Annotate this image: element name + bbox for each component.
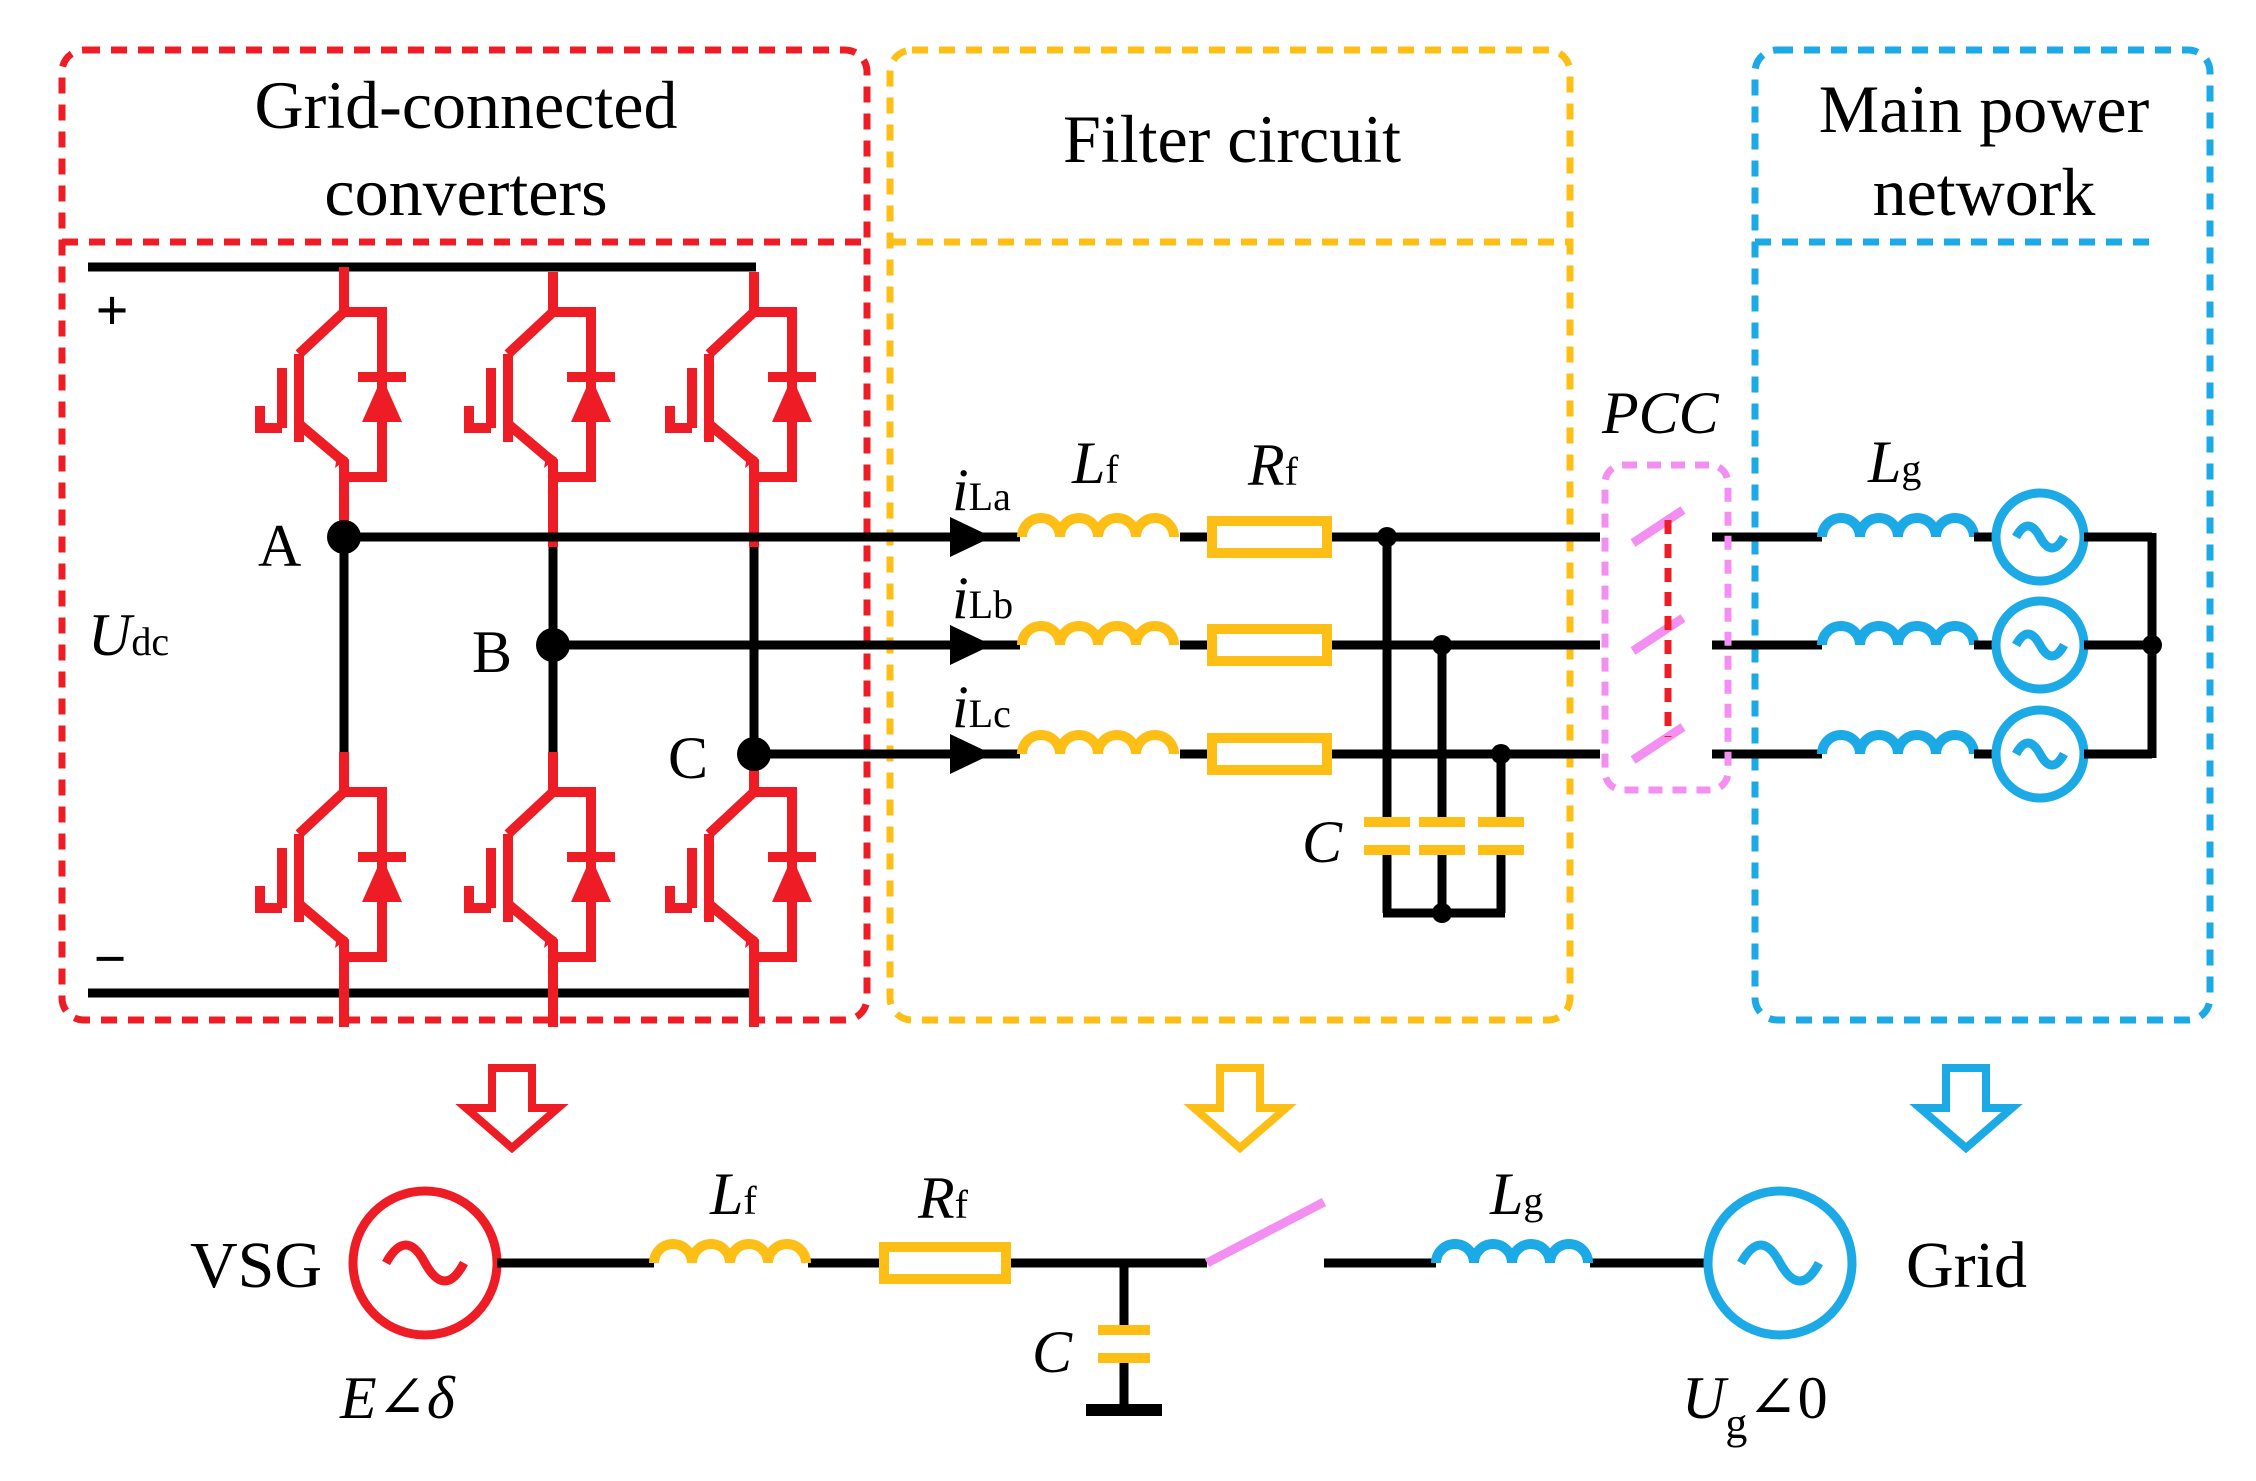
converter-title-line2: converters: [324, 154, 607, 230]
ila-arrow: [950, 517, 992, 557]
converter-down-arrow: [455, 1064, 569, 1154]
ilc-label: iLc: [952, 674, 1011, 740]
equivalent-circuit: [348, 1186, 1857, 1416]
dc-bus: [88, 262, 756, 998]
converter-section-box: [58, 46, 871, 1024]
vsg-label: VSG: [190, 1229, 322, 1302]
ila-label: iLa: [952, 457, 1011, 523]
network-down-arrow: [1909, 1064, 2023, 1154]
grid-source: [1703, 1186, 1857, 1340]
ilb-arrow: [950, 625, 992, 665]
phase-lines: [344, 532, 1822, 759]
network-title-line1: Main power: [1819, 71, 2150, 147]
ilc-arrow: [950, 734, 992, 774]
filter-capacitors: [1364, 527, 1524, 923]
dc-minus-label: −: [93, 926, 126, 991]
eq-cap-label: C: [1032, 1319, 1073, 1385]
grid-neutral: [2084, 532, 2157, 759]
filter-down-arrow: [1183, 1064, 1297, 1154]
pcc-switches: [1630, 506, 1686, 764]
rf-label: Rf: [1247, 432, 1299, 498]
filter-resistors: [1207, 516, 1332, 775]
pcc-label: PCC: [1601, 380, 1720, 446]
eq-lg-label: Lg: [1489, 1161, 1543, 1227]
grid-label: Grid: [1906, 1229, 2027, 1302]
converter-title-line1: Grid-connected: [255, 67, 678, 143]
udc-label: Udc: [88, 602, 169, 668]
grid-sources: [1991, 488, 2089, 803]
network-title-line2: network: [1873, 154, 2096, 230]
lf-label: Lf: [1071, 430, 1119, 496]
node-b-label: B: [472, 619, 512, 685]
ug-label: Ug∠0: [1682, 1365, 1828, 1448]
eq-lf-label: Lf: [709, 1161, 757, 1227]
node-a-label: A: [258, 513, 301, 579]
filter-inductors: [1022, 518, 1174, 754]
node-c-label: C: [668, 725, 708, 791]
lg-label: Lg: [1867, 429, 1921, 495]
eq-rf-label: Rf: [917, 1165, 969, 1231]
filter-title: Filter circuit: [1063, 101, 1401, 177]
cap-label: C: [1302, 809, 1343, 875]
grid-inductors: [1822, 518, 1974, 754]
ilb-label: iLb: [952, 565, 1013, 631]
e-delta-label: E∠δ: [339, 1365, 456, 1431]
equivalent-breaker: [1204, 1198, 1327, 1267]
dc-plus-label: +: [95, 278, 128, 343]
